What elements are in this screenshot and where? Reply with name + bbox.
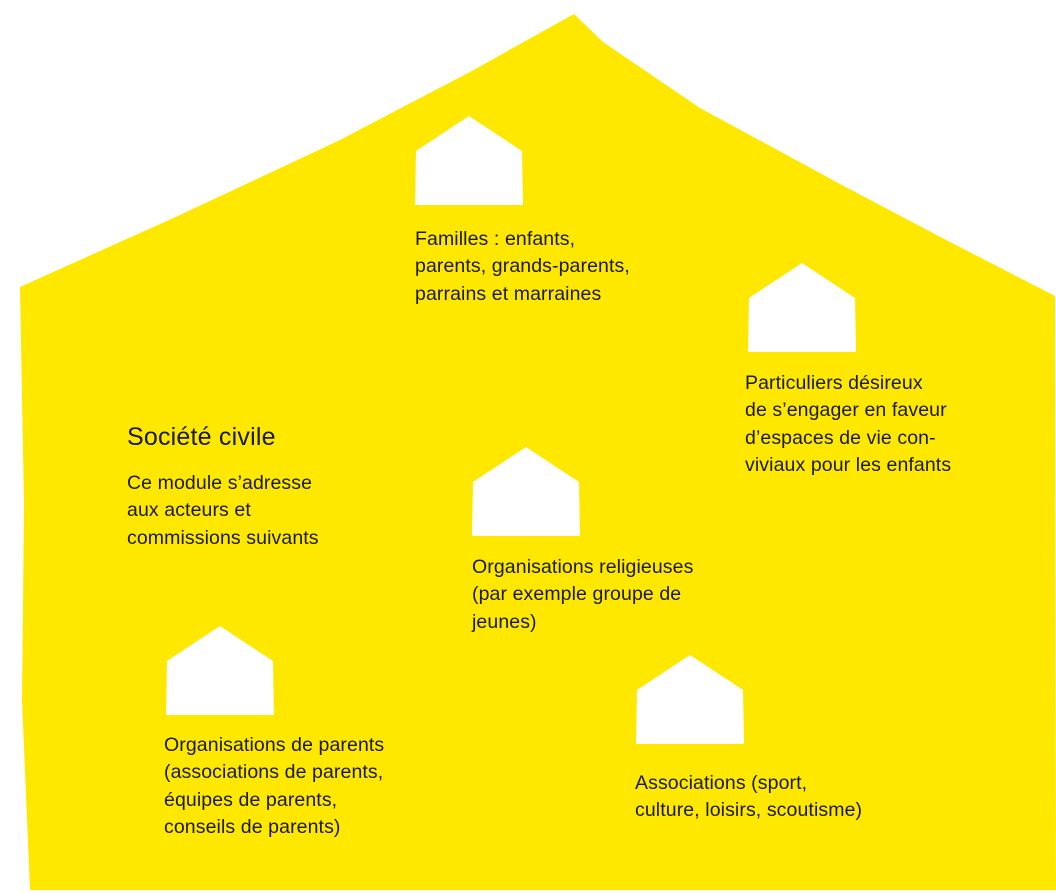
group-label-line: d’espaces de vie con- xyxy=(745,426,936,449)
religieuses-house-fill xyxy=(472,447,580,536)
associations-house-fill xyxy=(636,655,744,744)
group-label-line: Associations (sport, xyxy=(635,772,808,794)
group-label-line: Organisations de parents xyxy=(164,734,385,756)
group-label-line: conseils de parents) xyxy=(164,815,341,838)
group-label-line: Familles : enfants, xyxy=(415,228,576,250)
particuliers-house-icon xyxy=(748,263,856,352)
group-label-line: viviaux pour les enfants xyxy=(745,453,952,476)
parents-house-icon xyxy=(166,626,274,715)
parents-house-fill xyxy=(166,626,274,715)
intro-text: Ce module s’adresse aux acteurs et commi… xyxy=(127,470,319,552)
group-particuliers-label: Particuliers désireux de s’engager en fa… xyxy=(745,370,951,479)
familles-house-fill xyxy=(415,116,523,205)
group-label-line: Particuliers désireux xyxy=(745,372,923,394)
familles-house-icon xyxy=(415,116,523,205)
particuliers-house-fill xyxy=(748,263,856,352)
intro-line: Ce module s’adresse xyxy=(127,472,313,494)
group-familles-label: Familles : enfants, parents, grands-pare… xyxy=(415,226,630,308)
group-label-line: culture, loisirs, scoutisme) xyxy=(635,799,863,822)
group-label-line: parents, grands-parents, xyxy=(415,255,630,278)
group-label-line: (associations de parents, xyxy=(164,761,384,784)
associations-house-icon xyxy=(636,655,744,744)
group-associations-label: Associations (sport, culture, loisirs, s… xyxy=(635,770,862,825)
group-label-line: Organisations religieuses xyxy=(472,556,694,578)
group-label-line: parrains et marraines xyxy=(415,282,602,305)
religieuses-house-icon xyxy=(472,447,580,536)
intro-line: commissions suivants xyxy=(127,526,319,549)
section-title: Société civile xyxy=(127,423,276,451)
group-label-line: (par exemple groupe de xyxy=(472,583,682,606)
group-parents-label: Organisations de parents (associations d… xyxy=(164,732,384,841)
big-house-fill xyxy=(20,14,1056,890)
group-label-line: jeunes) xyxy=(472,610,537,633)
group-label-line: équipes de parents, xyxy=(164,788,338,811)
group-label-line: de s’engager en faveur xyxy=(745,399,947,422)
group-religieuses-label: Organisations religieuses (par exemple g… xyxy=(472,554,693,636)
intro-line: aux acteurs et xyxy=(127,499,251,522)
